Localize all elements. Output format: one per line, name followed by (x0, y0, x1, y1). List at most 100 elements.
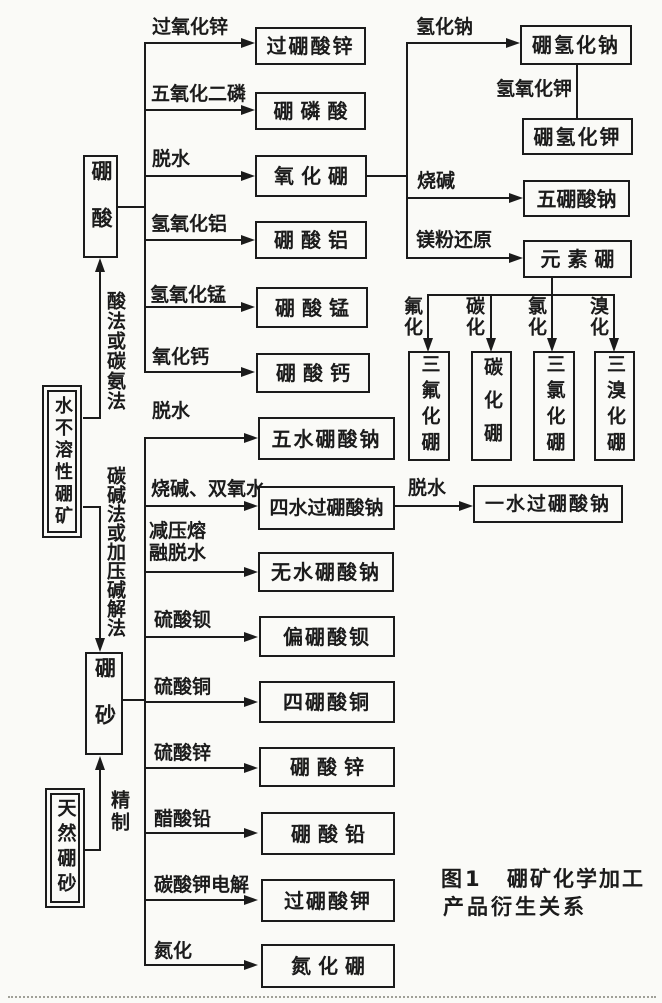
arrowhead-trichloride (547, 338, 557, 352)
arrowhead-boronnitride (244, 960, 258, 970)
node-boric-acid: 硼酸 (83, 155, 118, 258)
reagent-calcium-oxide: 氧化钙 (152, 346, 210, 368)
edge-branch-boronphosphate (144, 109, 242, 111)
edge-branch-pentahydrate (144, 437, 245, 439)
arrowhead-perborate-monohydrate (459, 501, 473, 511)
edge-drop-trifluoride (427, 294, 429, 340)
reagent-barium-sulfate: 硫酸钡 (154, 609, 212, 631)
method-refine-label: 精制 (108, 790, 130, 834)
edge-drop-carbide (490, 294, 492, 340)
arrowhead-boronoxide (241, 171, 255, 181)
edge-boricacid-out (118, 206, 145, 208)
arrowhead-carbide (486, 338, 496, 352)
arrowhead-anhydrous (244, 567, 258, 577)
node-insoluble-boron-ore-label: 水不溶性硼矿 (47, 390, 77, 533)
edge-ore-to-acidline (83, 417, 100, 419)
node-borax: 硼砂 (85, 652, 123, 755)
reagent-nitridation: 氮化 (154, 940, 193, 962)
reagent-magnesium-reduction: 镁粉还原 (416, 229, 493, 251)
node-boron-phosphate: 硼 磷 酸 (255, 92, 366, 130)
node-sodium-perborate-monohydrate: 一水过硼酸钠 (473, 485, 623, 523)
figure-caption-line2: 产品衍生关系 (443, 895, 587, 919)
reagent-dehydration-3: 脱水 (408, 477, 447, 499)
node-sodium-borate-pentahydrate: 五水硼酸钠 (258, 417, 395, 460)
reagent-lead-acetate: 醋酸铅 (154, 808, 212, 830)
node-sodium-perborate-tetrahydrate: 四水过硼酸钠 (258, 486, 395, 530)
node-boron-oxide: 氧 化 硼 (255, 155, 367, 197)
arrowhead-sodiumborohydride (506, 38, 520, 48)
arrowhead-tribromide (609, 338, 619, 352)
edge-boronoxide-out (367, 175, 407, 177)
node-boron-carbide: 碳化硼 (471, 351, 512, 461)
trunk-boron-oxide (406, 42, 408, 259)
reagent-dehydration-2: 脱水 (152, 400, 191, 422)
edge-branch-manganeseborate (144, 306, 242, 308)
figure-caption-line1: 硼矿化学加工 (507, 867, 645, 891)
node-manganese-borate: 硼 酸 锰 (256, 287, 368, 328)
edge-branch-aluminumborate (144, 239, 242, 241)
edge-branch-zincperborate (144, 42, 242, 44)
node-boron-trifluoride: 三氟化硼 (408, 351, 450, 461)
reagent-zinc-sulfate: 硫酸锌 (154, 742, 212, 764)
edge-branch-anhydrous (144, 571, 245, 573)
reagent-caustic-peroxide: 烧碱、双氧水 (151, 478, 266, 500)
node-potassium-perborate: 过硼酸钾 (261, 879, 395, 922)
edge-branch-boronnitride (144, 964, 245, 966)
edge-branch-calciumborate (144, 371, 242, 373)
edge-boron-distributor (427, 294, 615, 296)
edge-perborate-dehydrate (395, 505, 460, 507)
reagent-potassium-hydroxide: 氢氧化钾 (496, 78, 573, 100)
arrowhead-into-boric-acid (95, 258, 105, 272)
reagent-carbonization: 碳化 (463, 296, 485, 338)
edge-branch-elementalboron (406, 257, 510, 259)
edge-drop-trichloride (551, 294, 553, 340)
node-anhydrous-sodium-borate: 无水硼酸钠 (258, 552, 394, 592)
arrowhead-aluminumborate (241, 235, 255, 245)
node-zinc-perborate: 过硼酸锌 (255, 27, 366, 65)
node-boron-trichloride: 三氯化硼 (533, 351, 575, 461)
arrowhead-calciumborate (241, 367, 255, 377)
edge-branch-potassiumperborate (144, 899, 245, 901)
arrowhead-into-borax (95, 638, 105, 652)
node-zinc-borate: 硼 酸 锌 (259, 747, 395, 787)
node-natural-borax-label: 天然硼砂 (50, 793, 80, 903)
reagent-zinc-peroxide: 过氧化锌 (152, 16, 229, 38)
arrowhead-coppertetraborate (244, 697, 258, 707)
arrowhead-potassiumperborate (244, 895, 258, 905)
edge-branch-zincborate (144, 767, 245, 769)
reagent-vacuum-melt-dehydration: 减压熔融脱水 (149, 520, 207, 565)
arrowhead-sodiumpentaborate (509, 193, 523, 203)
arrowhead-trifluoride (423, 338, 433, 352)
reagent-chlorination: 氯化 (525, 296, 547, 338)
arrowhead-manganeseborate (241, 302, 255, 312)
reagent-aluminum-hydroxide: 氢氧化铝 (151, 213, 228, 235)
edge-ore-to-alkaliline (83, 506, 100, 508)
edge-borax-out (123, 699, 145, 701)
trunk-boric-acid (144, 42, 146, 373)
edge-borohydride-chain (576, 65, 578, 118)
reagent-caustic-soda-1: 烧碱 (417, 170, 456, 192)
edge-branch-sodiumpentaborate (406, 197, 510, 199)
reagent-manganese-hydroxide: 氢氧化锰 (150, 284, 227, 306)
arrowhead-pentahydrate (244, 433, 258, 443)
reagent-fluorination: 氟化 (401, 296, 423, 338)
node-potassium-borohydride: 硼氢化钾 (522, 118, 633, 155)
reagent-sodium-hydride: 氢化钠 (416, 16, 474, 38)
reagent-bromination: 溴化 (587, 296, 609, 338)
edge-naturalborax-out (85, 849, 101, 851)
node-elemental-boron: 元 素 硼 (523, 240, 632, 278)
arrowhead-boronphosphate (241, 105, 255, 115)
edge-branch-coppertetraborate (144, 701, 245, 703)
arrowhead-zincperborate (241, 38, 255, 48)
arrowhead-elementalboron (509, 253, 523, 263)
edge-elementalboron-down (551, 278, 553, 296)
page-edge-artifact (8, 996, 656, 998)
edge-branch-bariummetaborate (144, 636, 245, 638)
edge-branch-leadborate (144, 832, 245, 834)
node-copper-tetraborate: 四硼酸铜 (259, 681, 395, 723)
edge-acidline-vertical (99, 271, 101, 419)
edge-alkaliline-vertical (99, 506, 101, 640)
method-alkali-label: 碳碱法或加压碱解法 (104, 466, 126, 637)
edge-branch-sodiumborohydride (406, 42, 507, 44)
